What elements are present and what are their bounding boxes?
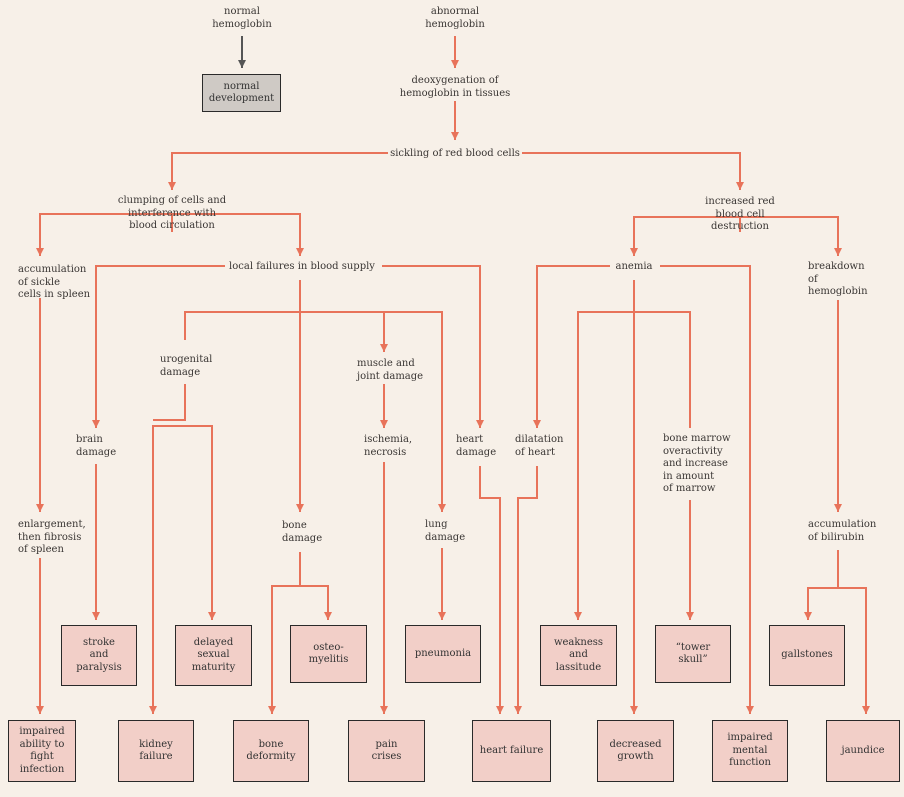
outcome-jaundice: jaundice	[826, 720, 900, 782]
arrowhead-icon	[630, 706, 638, 714]
arrowhead-icon	[36, 706, 44, 714]
outcome-pneumonia: pneumonia	[405, 625, 481, 683]
arrowhead-icon	[476, 420, 484, 428]
arrowhead-icon	[92, 612, 100, 620]
arrowhead-icon	[36, 248, 44, 256]
node-lung-damage: lung damage	[425, 519, 466, 543]
outcome-tower-skull: “tower skull”	[655, 625, 731, 683]
arrowhead-icon	[736, 182, 744, 190]
outcome-impaired-mental-function: impaired mental function	[712, 720, 788, 782]
connector-line	[39, 213, 173, 256]
outcome-kidney-failure: kidney failure	[118, 720, 194, 782]
node-brain-damage: brain damage	[76, 434, 117, 458]
arrowhead-icon	[380, 420, 388, 428]
arrowhead-icon	[746, 706, 754, 714]
node-heart-damage: heart damage	[456, 434, 497, 458]
connector-line	[382, 265, 481, 428]
outcome-delayed-sexual-maturity: delayed sexual maturity	[175, 625, 252, 686]
arrowhead-icon	[630, 248, 638, 256]
node-ischemia: ischemia, necrosis	[364, 434, 413, 458]
arrowhead-icon	[324, 612, 332, 620]
connector-line	[633, 216, 741, 256]
arrowhead-icon	[686, 612, 694, 620]
node-muscle-joint-damage: muscle and joint damage	[357, 358, 424, 382]
outcome-stroke-paralysis: stroke and paralysis	[61, 625, 137, 686]
node-bone-marrow: bone marrow overactivity and increase in…	[663, 433, 731, 494]
arrowhead-icon	[268, 706, 276, 714]
node-normal-hemoglobin: normal hemoglobin	[212, 6, 272, 30]
arrowhead-icon	[238, 60, 246, 68]
outcome-heart-failure: heart failure	[472, 720, 551, 782]
arrowhead-icon	[36, 504, 44, 512]
arrowhead-icon	[451, 60, 459, 68]
outcome-impaired-ability-fight-infection: impaired ability to fight infection	[8, 720, 76, 782]
arrowhead-icon	[533, 420, 541, 428]
arrowhead-icon	[862, 706, 870, 714]
node-sickling: sickling of red blood cells	[390, 148, 520, 159]
outcome-pain-crises: pain crises	[348, 720, 425, 782]
connector-line	[171, 152, 388, 190]
arrowhead-icon	[92, 420, 100, 428]
node-breakdown-hemoglobin: breakdown of hemoglobin	[808, 261, 868, 297]
node-urogenital-damage: urogenital damage	[160, 354, 213, 378]
connector-line	[300, 585, 329, 620]
outcome-gallstones: gallstones	[769, 625, 845, 686]
arrowhead-icon	[438, 612, 446, 620]
node-clumping: clumping of cells and interference with …	[117, 195, 227, 231]
connector-line	[660, 265, 751, 714]
node-accumulation-bilirubin: accumulation of bilirubin	[808, 519, 877, 543]
arrowhead-icon	[834, 248, 842, 256]
connector-line	[95, 265, 225, 428]
node-abnormal-hemoglobin: abnormal hemoglobin	[425, 6, 485, 30]
arrowhead-icon	[149, 706, 157, 714]
connector-line	[172, 213, 301, 256]
arrowhead-icon	[514, 706, 522, 714]
outcome-decreased-growth: decreased growth	[597, 720, 674, 782]
connector-line	[522, 152, 741, 190]
outcome-weakness-lassitude: weakness and lassitude	[540, 625, 617, 686]
connector-line	[479, 466, 501, 714]
outcome-bone-deformity: bone deformity	[233, 720, 309, 782]
arrowhead-icon	[804, 612, 812, 620]
outcome-osteomyelitis: osteo- myelitis	[290, 625, 367, 683]
arrowhead-icon	[380, 344, 388, 352]
connector-line	[184, 311, 443, 512]
node-local-failures: local failures in blood supply	[229, 261, 375, 272]
node-deoxygenation: deoxygenation of hemoglobin in tissues	[399, 75, 511, 99]
arrowhead-icon	[208, 612, 216, 620]
arrowhead-icon	[574, 612, 582, 620]
arrowhead-icon	[496, 706, 504, 714]
connector-line	[740, 216, 839, 256]
node-bone-damage: bone damage	[282, 520, 323, 544]
connector-line	[271, 552, 301, 714]
connector-line	[517, 466, 538, 714]
node-anemia: anemia	[615, 261, 653, 272]
node-increased-destruction: increased red blood cell destruction	[705, 196, 775, 232]
node-dilatation: dilatation of heart	[515, 434, 564, 458]
arrowhead-icon	[451, 132, 459, 140]
arrowhead-icon	[168, 182, 176, 190]
node-accumulation-spleen: accumulation of sickle cells in spleen	[18, 264, 91, 300]
arrowhead-icon	[296, 504, 304, 512]
node-enlargement-spleen: enlargement, then fibrosis of spleen	[18, 519, 86, 555]
connector-line	[153, 384, 186, 421]
arrowhead-icon	[438, 504, 446, 512]
arrowhead-icon	[380, 706, 388, 714]
box-normal-development: normal development	[202, 74, 281, 112]
connector-line	[838, 587, 867, 714]
connector-line	[152, 425, 213, 620]
connector-line	[536, 265, 610, 428]
arrowhead-icon	[296, 248, 304, 256]
connector-line	[807, 550, 839, 620]
arrowhead-icon	[834, 504, 842, 512]
